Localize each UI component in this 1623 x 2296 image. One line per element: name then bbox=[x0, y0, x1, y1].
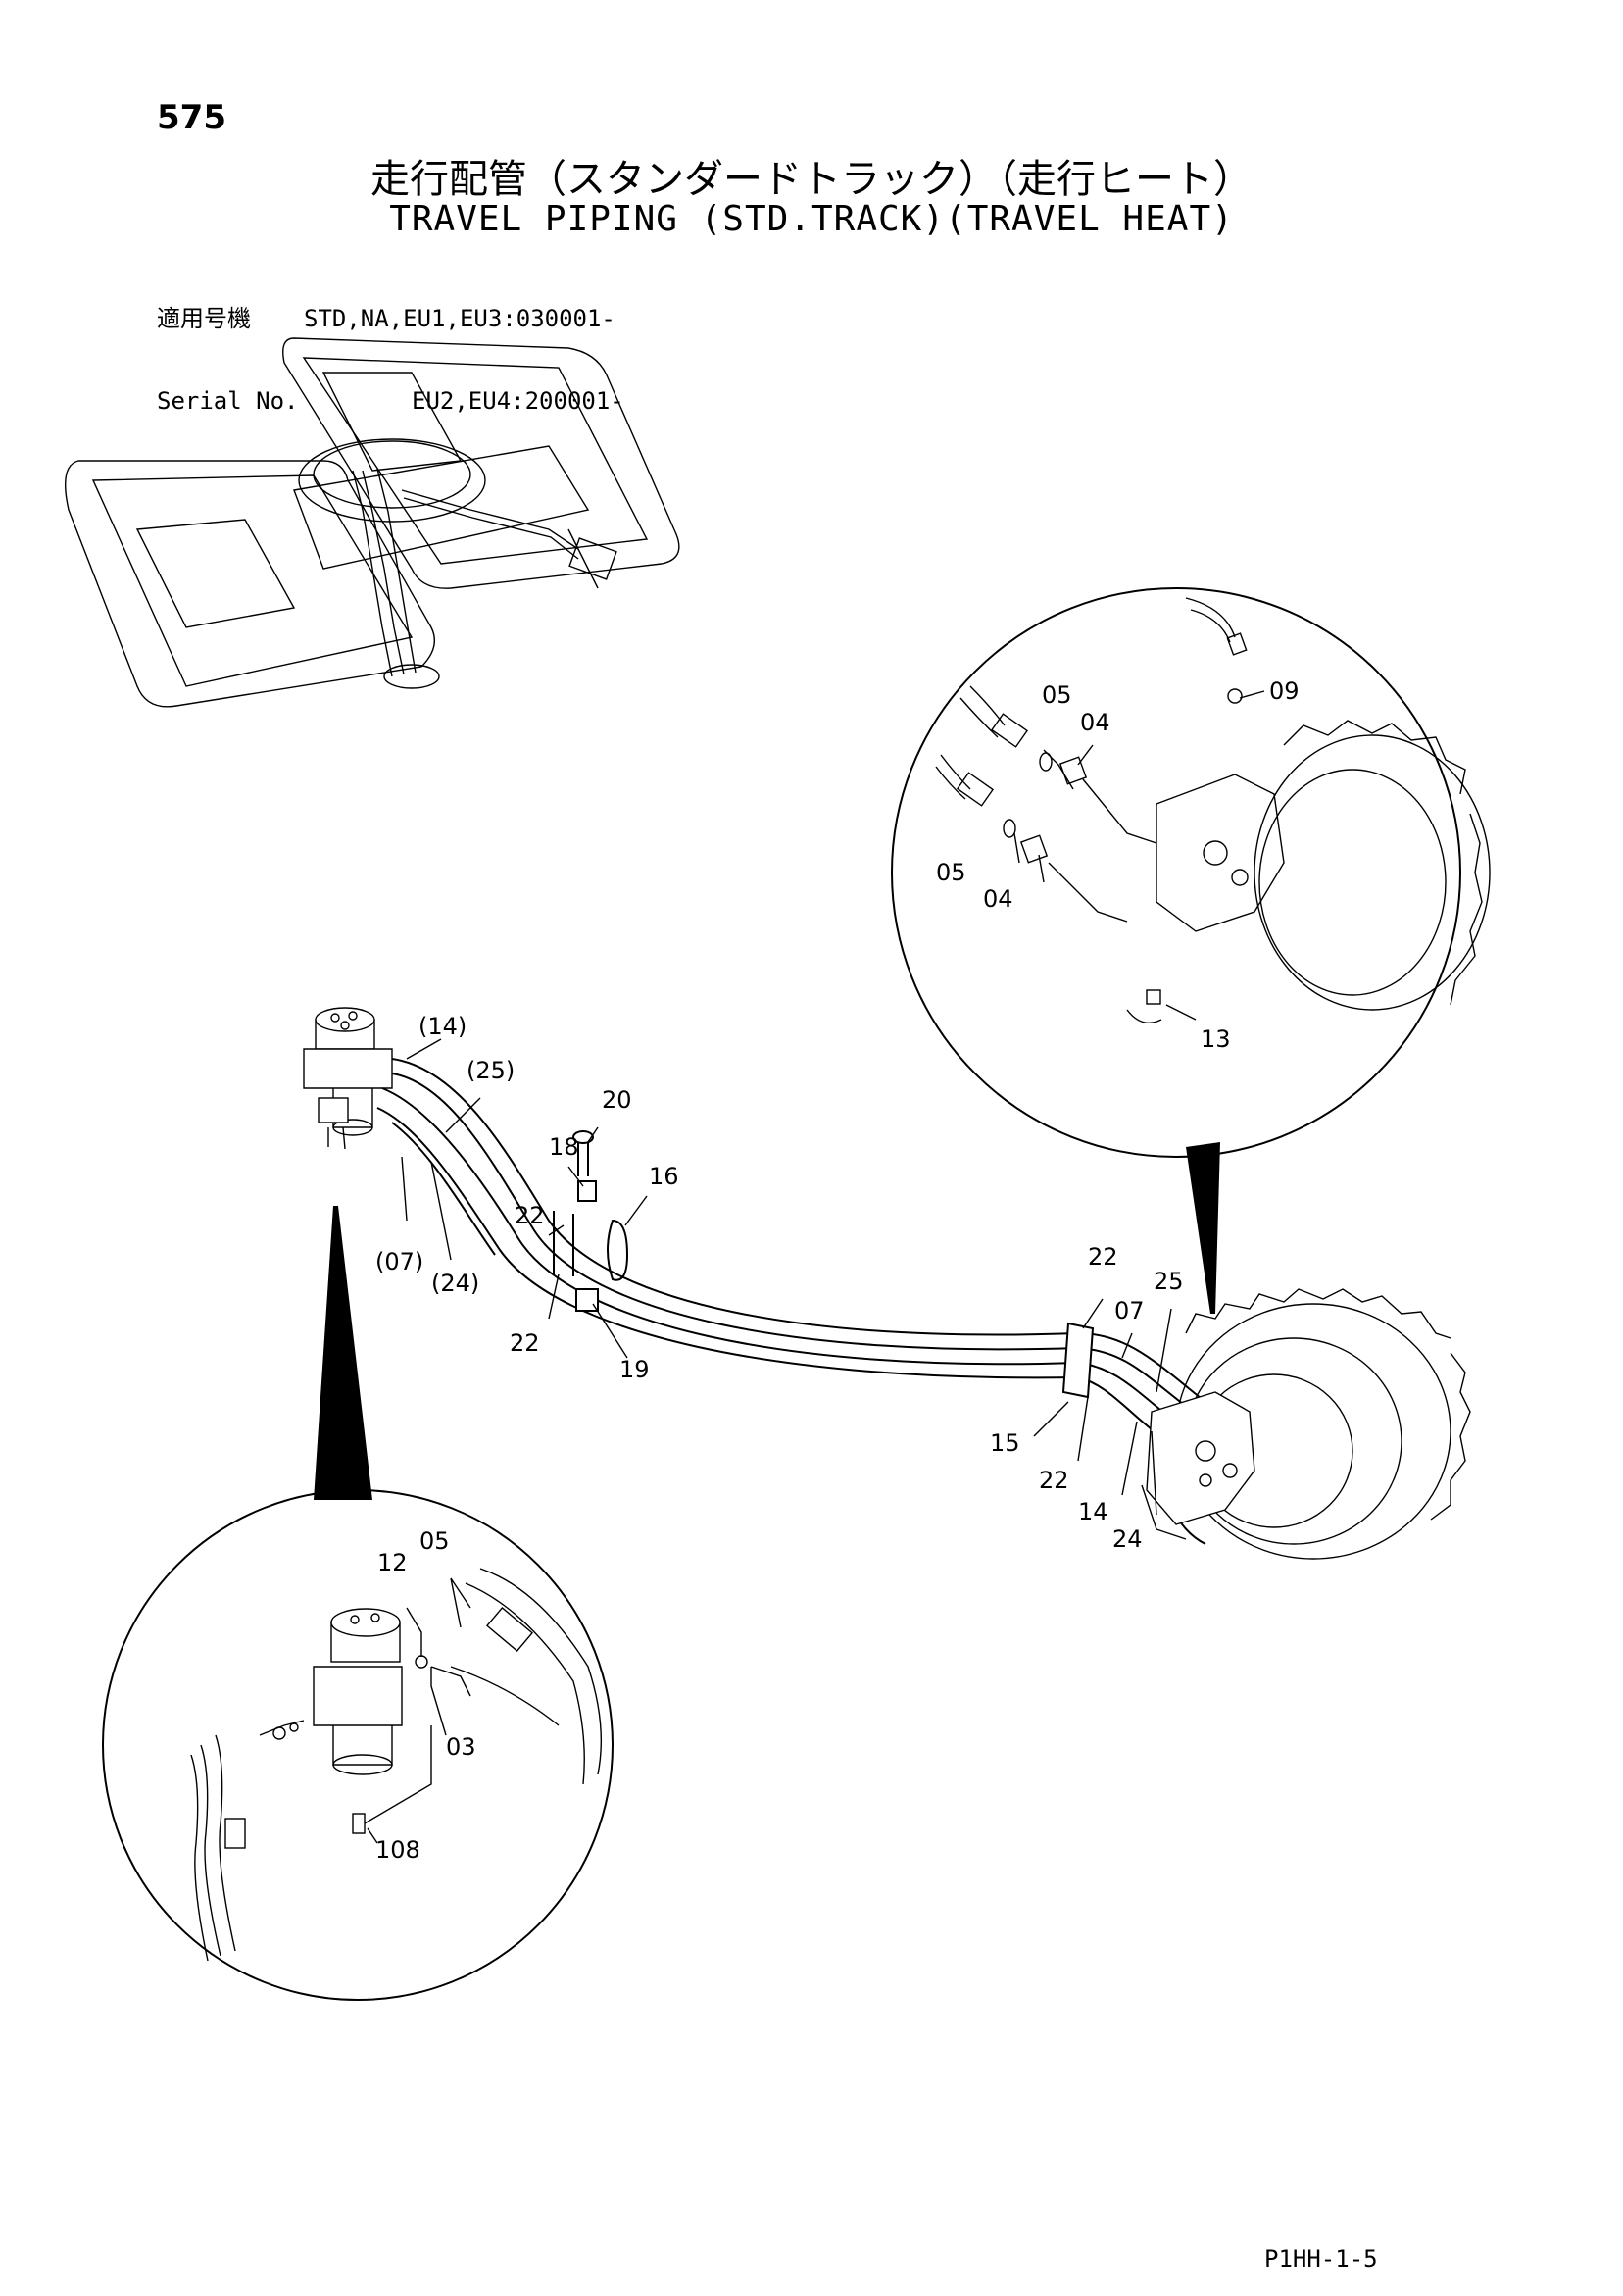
swivel-joint-assembly bbox=[303, 1007, 393, 1150]
callout-20: 20 bbox=[602, 1086, 632, 1114]
callout-14-parenthesized: (14) bbox=[418, 1013, 467, 1040]
callout-19: 19 bbox=[619, 1356, 650, 1383]
travel-motor-sprocket bbox=[1141, 1288, 1471, 1560]
serial-values-2: EU2,EU4:200001- bbox=[412, 387, 624, 415]
callout-14: 14 bbox=[1078, 1498, 1108, 1525]
callout-18: 18 bbox=[549, 1133, 579, 1161]
detail-pointer-lower bbox=[314, 1206, 372, 1500]
detail-pointer-upper bbox=[1186, 1142, 1220, 1314]
detail-circle-motor-fittings bbox=[891, 587, 1491, 1158]
page-number: 575 bbox=[157, 98, 226, 137]
callout-24: 24 bbox=[1112, 1525, 1143, 1553]
detail-circle-swivel-fittings bbox=[102, 1489, 614, 2001]
callout-25-parenthesized: (25) bbox=[467, 1057, 515, 1084]
undercarriage-overview-drawing bbox=[65, 337, 680, 708]
callout-labels: (14) (25) (07) (24) 20 18 22 16 22 19 22… bbox=[375, 677, 1300, 1864]
callout-05-upper: 05 bbox=[1042, 681, 1072, 709]
callout-22-bottom: 22 bbox=[1039, 1467, 1069, 1494]
callout-22-upper: 22 bbox=[515, 1202, 545, 1229]
callout-05-swivel: 05 bbox=[419, 1527, 450, 1555]
callout-16: 16 bbox=[649, 1163, 679, 1190]
callout-22-right: 22 bbox=[1088, 1243, 1118, 1271]
serial-row-1: 適用号機 STD,NA,EU1,EU3:030001- bbox=[157, 305, 725, 332]
callout-108: 108 bbox=[375, 1836, 420, 1864]
hose-bundle bbox=[376, 1058, 1206, 1545]
serial-label-english: Serial No. bbox=[157, 387, 299, 415]
callout-22-lower: 22 bbox=[510, 1329, 540, 1357]
callout-03: 03 bbox=[446, 1733, 476, 1761]
callout-04-lower: 04 bbox=[983, 885, 1013, 913]
callout-09: 09 bbox=[1269, 677, 1300, 705]
callout-12: 12 bbox=[377, 1549, 408, 1576]
serial-row-2: Serial No. EU2,EU4:200001- bbox=[157, 387, 725, 415]
callout-04-upper: 04 bbox=[1080, 709, 1110, 736]
serial-number-block: 適用号機 STD,NA,EU1,EU3:030001- Serial No. E… bbox=[157, 250, 725, 470]
callout-05-lower: 05 bbox=[936, 859, 966, 886]
leader-lines bbox=[367, 690, 1265, 1844]
callout-25: 25 bbox=[1154, 1268, 1184, 1295]
callout-24-parenthesized: (24) bbox=[431, 1270, 479, 1297]
page-title-english: TRAVEL PIPING (STD.TRACK)(TRAVEL HEAT) bbox=[389, 199, 1234, 239]
callout-07: 07 bbox=[1114, 1297, 1145, 1324]
hose-clamps bbox=[553, 1130, 1095, 1399]
callout-15: 15 bbox=[990, 1429, 1020, 1457]
drawing-code: P1HH-1-5 bbox=[1264, 2245, 1378, 2272]
serial-values-1: STD,NA,EU1,EU3:030001- bbox=[304, 305, 615, 332]
callout-13: 13 bbox=[1201, 1025, 1231, 1053]
callout-07-parenthesized: (07) bbox=[375, 1248, 423, 1275]
serial-label-japanese: 適用号機 bbox=[157, 305, 251, 332]
page-title-japanese: 走行配管（スタンダードトラック）（走行ヒート） bbox=[370, 157, 1253, 202]
